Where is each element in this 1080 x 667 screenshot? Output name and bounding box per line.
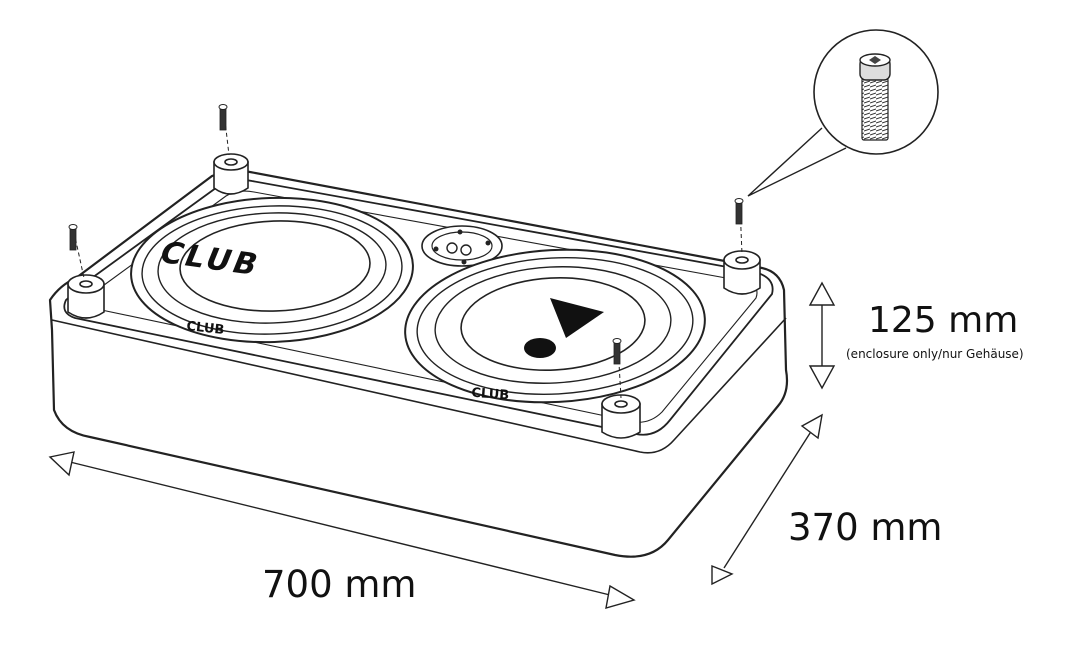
woofer-right: CLUB xyxy=(404,248,706,404)
width-arrow xyxy=(48,451,636,609)
mounting-post xyxy=(213,153,249,195)
woofer-right-surround-logo: CLUB xyxy=(471,386,510,404)
screw-detail-callout xyxy=(747,29,939,197)
woofer-left: CLUB CLUB xyxy=(130,196,414,344)
height-dimension-note: (enclosure only/nur Gehäuse) xyxy=(846,347,1024,361)
depth-dimension-label: 370 mm xyxy=(788,506,943,549)
terminal-post xyxy=(446,242,458,254)
woofer-left-cone xyxy=(179,220,371,312)
mounting-post xyxy=(723,250,761,295)
brand-triangle-icon xyxy=(550,298,604,338)
screw xyxy=(734,198,744,255)
top-rim-edge xyxy=(51,317,787,454)
callout-pointer xyxy=(747,127,847,197)
mounting-posts xyxy=(67,153,761,439)
screw xyxy=(218,104,230,156)
terminal-post xyxy=(460,244,472,256)
height-arrow xyxy=(808,281,836,390)
mounting-post xyxy=(601,394,641,439)
screws xyxy=(68,104,744,399)
input-terminal xyxy=(421,225,503,267)
brand-dot-icon xyxy=(524,338,556,358)
mounting-post xyxy=(67,274,105,319)
screw xyxy=(612,338,622,399)
screw xyxy=(68,224,85,279)
width-dimension-label: 700 mm xyxy=(262,563,417,606)
woofer-right-cone xyxy=(460,277,646,371)
dimension-arrows xyxy=(48,281,836,609)
height-dimension-label: 125 mm xyxy=(868,300,1019,341)
woofer-left-surround-logo: CLUB xyxy=(186,319,225,338)
magnified-screw-icon xyxy=(859,53,891,141)
depth-arrow xyxy=(711,413,823,586)
